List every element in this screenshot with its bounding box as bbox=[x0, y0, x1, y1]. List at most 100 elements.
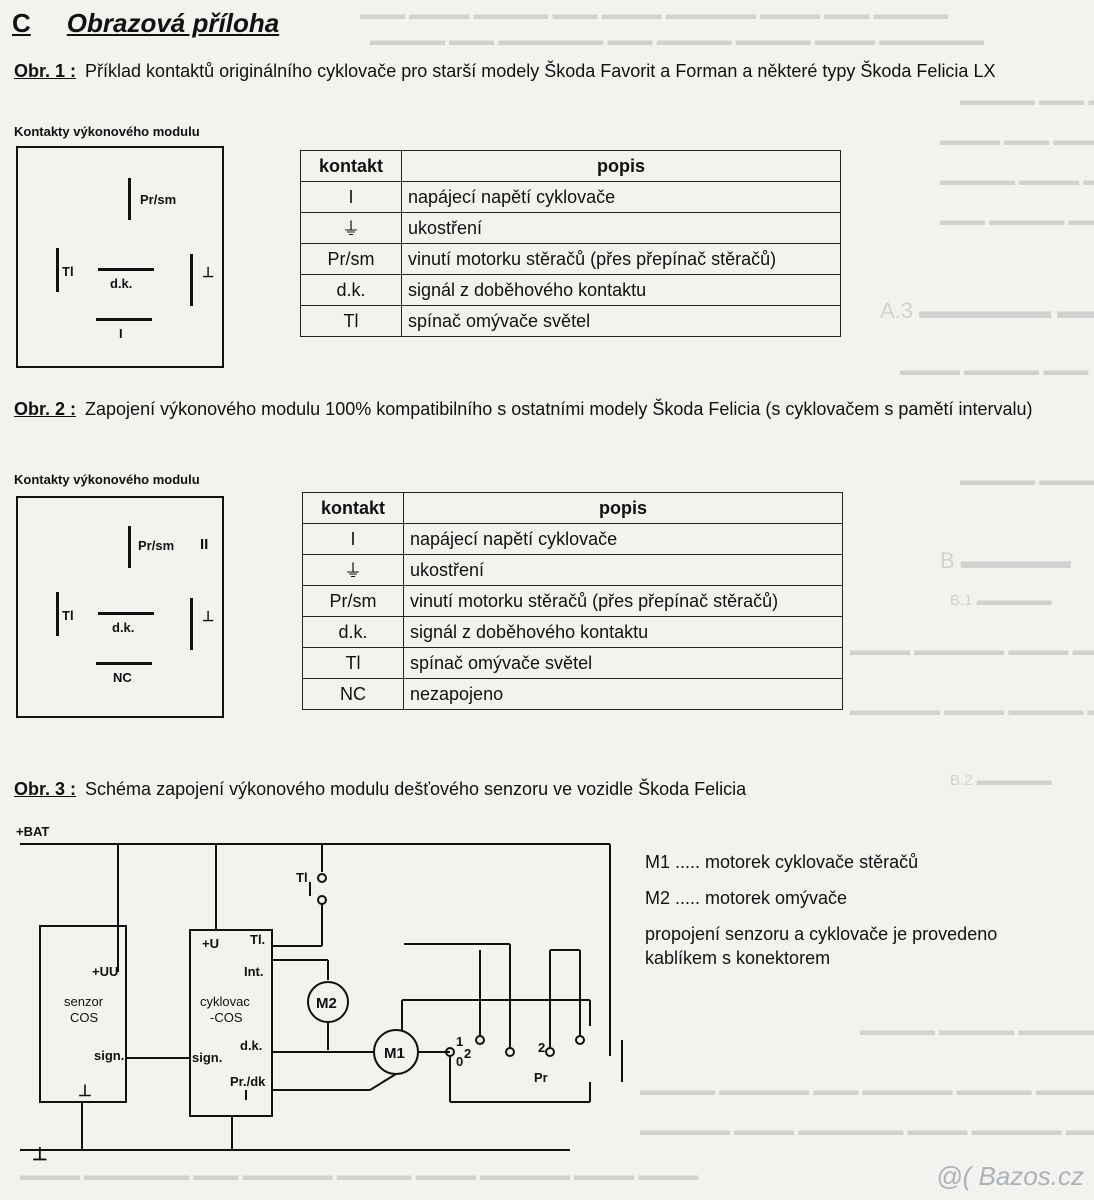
schem-cycler-title: cyklovac-COS bbox=[200, 994, 250, 1025]
cell-popis: nezapojeno bbox=[403, 678, 843, 710]
section-letter: C bbox=[12, 8, 31, 38]
header-popis: popis bbox=[403, 492, 843, 524]
cycler-title-line2: -COS bbox=[210, 1010, 243, 1025]
cell-popis: ukostření bbox=[401, 212, 841, 244]
schem-cycler-u: +U bbox=[202, 936, 219, 951]
fig1-label: Obr. 1 : bbox=[14, 61, 77, 81]
fig2-module-diagram: Pr/sm II Tl d.k. ⊥ NC bbox=[16, 496, 224, 718]
pin-prsm-label: Pr/sm bbox=[138, 538, 175, 553]
pin-tl-bar bbox=[56, 248, 59, 292]
pin-gnd-bar bbox=[190, 598, 193, 650]
schem-sensor-uu: +UU bbox=[92, 964, 118, 979]
schem-switch-n2: 2 bbox=[464, 1046, 471, 1061]
fig1-module-label: Kontakty výkonového modulu bbox=[14, 124, 200, 139]
schem-sensor-gnd: ⊥ bbox=[78, 1083, 92, 1100]
schem-cycler-sign: sign. bbox=[192, 1050, 222, 1065]
fig2-caption: Obr. 2 : Zapojení výkonového modulu 100%… bbox=[14, 398, 1074, 420]
header-kontakt: kontakt bbox=[300, 150, 402, 182]
table-header-row: kontakt popis bbox=[300, 150, 841, 182]
schem-bat-label: +BAT bbox=[16, 824, 49, 839]
pin-dk-bar bbox=[98, 268, 154, 271]
cell-kontakt: ⏚ bbox=[300, 212, 402, 244]
pin-dk-label: d.k. bbox=[110, 276, 133, 291]
pin-prsm-label: Pr/sm bbox=[140, 192, 177, 207]
cell-popis: signál z doběhového kontaktu bbox=[403, 616, 843, 648]
schem-sensor-sign: sign. bbox=[94, 1048, 124, 1063]
pin-prsm-bar bbox=[128, 178, 131, 220]
fig2-caption-text: Zapojení výkonového modulu 100% kompatib… bbox=[85, 399, 1033, 419]
fig2-module-label: Kontakty výkonového modulu bbox=[14, 472, 200, 487]
schem-switch-tl: Tl bbox=[296, 870, 308, 885]
pin-i-label: I bbox=[119, 326, 123, 341]
sensor-title-line1: senzor bbox=[64, 994, 104, 1009]
watermark-icon: @( bbox=[936, 1161, 972, 1191]
pin-ii-label: II bbox=[200, 536, 209, 553]
section-title: Obrazová příloha bbox=[66, 8, 280, 38]
pin-dk-label: d.k. bbox=[112, 620, 135, 635]
pin-i-bar bbox=[96, 318, 152, 321]
fig1-caption-text: Příklad kontaktů originálního cyklovače … bbox=[85, 61, 996, 81]
table-row: d.k.signál z doběhového kontaktu bbox=[300, 274, 841, 306]
table-row: ⏚ukostření bbox=[300, 212, 841, 244]
schem-ground-label: ⊥ bbox=[32, 1144, 48, 1164]
fig3-caption: Obr. 3 : Schéma zapojení výkonového modu… bbox=[14, 778, 1074, 800]
cell-popis: vinutí motorku stěračů (přes přepínač st… bbox=[403, 585, 843, 617]
fig1-module-diagram: Pr/sm Tl d.k. ⊥ I bbox=[16, 146, 224, 368]
schem-m2-label: M2 bbox=[316, 995, 337, 1012]
cell-kontakt: NC bbox=[302, 678, 404, 710]
pin-nc-label: NC bbox=[113, 670, 132, 685]
cell-kontakt: Pr/sm bbox=[302, 585, 404, 617]
cell-kontakt: d.k. bbox=[300, 274, 402, 306]
pin-dk-bar bbox=[98, 612, 154, 615]
schem-switch-n2b: 2 bbox=[538, 1040, 545, 1055]
schem-cycler-dk: d.k. bbox=[240, 1038, 262, 1053]
header-kontakt: kontakt bbox=[302, 492, 404, 524]
fig3-caption-text: Schéma zapojení výkonového modulu dešťov… bbox=[85, 779, 747, 799]
schem-pr-label: Pr bbox=[534, 1070, 548, 1085]
pin-tl-bar bbox=[56, 592, 59, 636]
pin-gnd-label: ⊥ bbox=[202, 264, 215, 280]
header-popis: popis bbox=[401, 150, 841, 182]
cell-kontakt: Tl bbox=[302, 647, 404, 679]
watermark-text: Bazos.cz bbox=[978, 1161, 1085, 1191]
schem-cycler-prdk: Pr./dk bbox=[230, 1074, 266, 1089]
pin-nc-bar bbox=[96, 662, 152, 665]
fig2-label: Obr. 2 : bbox=[14, 399, 77, 419]
pin-gnd-bar bbox=[190, 254, 193, 306]
sensor-title-line2: COS bbox=[70, 1010, 99, 1025]
cell-popis: napájecí napětí cyklovače bbox=[403, 523, 843, 555]
pin-gnd-label: ⊥ bbox=[202, 608, 215, 624]
schem-cycler-tl: Tl. bbox=[250, 932, 265, 947]
schem-m1-label: M1 bbox=[384, 1045, 405, 1062]
cell-kontakt: Tl bbox=[300, 305, 402, 337]
cell-kontakt: d.k. bbox=[302, 616, 404, 648]
cell-popis: napájecí napětí cyklovače bbox=[401, 181, 841, 213]
cell-popis: signál z doběhového kontaktu bbox=[401, 274, 841, 306]
pin-tl-label: Tl bbox=[62, 264, 74, 279]
section-heading: C Obrazová příloha bbox=[12, 8, 279, 39]
pin-prsm-bar bbox=[128, 526, 131, 568]
cell-popis: spínač omývače světel bbox=[403, 647, 843, 679]
table-header-row: kontakt popis bbox=[302, 492, 843, 524]
cell-kontakt: I bbox=[302, 523, 404, 555]
fig1-caption: Obr. 1 : Příklad kontaktů originálního c… bbox=[14, 60, 1074, 82]
cell-kontakt: Pr/sm bbox=[300, 243, 402, 275]
legend-m1: M1 ..... motorek cyklovače stěračů bbox=[645, 852, 919, 872]
legend-m2: M2 ..... motorek omývače bbox=[645, 888, 848, 908]
pin-tl-label: Tl bbox=[62, 608, 74, 623]
cell-popis: spínač omývače světel bbox=[401, 305, 841, 337]
schem-cycler-int: Int. bbox=[244, 964, 264, 979]
cell-kontakt: I bbox=[300, 181, 402, 213]
legend-note: propojení senzoru a cyklovače je provede… bbox=[645, 924, 998, 968]
watermark: @( Bazos.cz bbox=[936, 1161, 1084, 1192]
cell-popis: ukostření bbox=[403, 554, 843, 586]
